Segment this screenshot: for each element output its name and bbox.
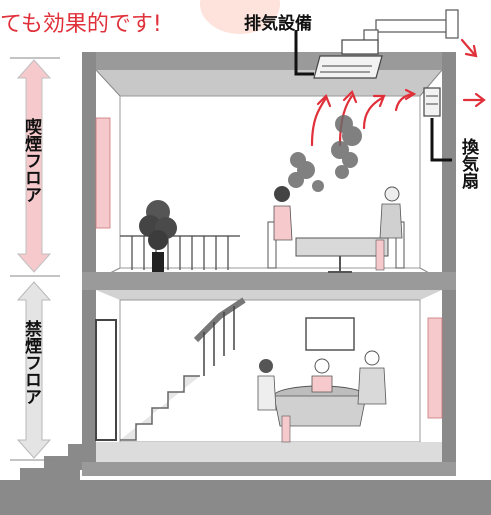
smoking-floor-bracket <box>10 57 60 273</box>
wall-poster-upper <box>95 117 111 229</box>
headline-bubble <box>200 0 280 34</box>
headline-text: ても効果的です! <box>0 12 162 37</box>
ground-steps <box>0 444 491 515</box>
smoking-floor-label: 喫煙フロア <box>21 118 41 203</box>
wall-poster-lower <box>427 317 443 419</box>
ventilation-fan-label: 換気扇 <box>458 138 478 189</box>
door-frame <box>95 319 117 441</box>
exhaust-pointer <box>294 30 314 76</box>
exhaust-equipment-label: 排気設備 <box>244 14 312 34</box>
upper-dining-set <box>267 186 405 273</box>
non-smoking-floor-label: 禁煙フロア <box>21 320 41 405</box>
airflow-arrows <box>310 38 486 147</box>
ventilation-fan <box>423 87 441 117</box>
non-smoking-floor-bracket <box>10 275 60 461</box>
fan-pointer <box>430 118 452 162</box>
potted-plant <box>139 200 177 272</box>
smoke <box>288 115 362 192</box>
picture-frame <box>305 317 355 351</box>
exhaust-unit <box>313 39 383 79</box>
lower-dining-set <box>257 350 387 443</box>
staircase <box>120 297 246 441</box>
